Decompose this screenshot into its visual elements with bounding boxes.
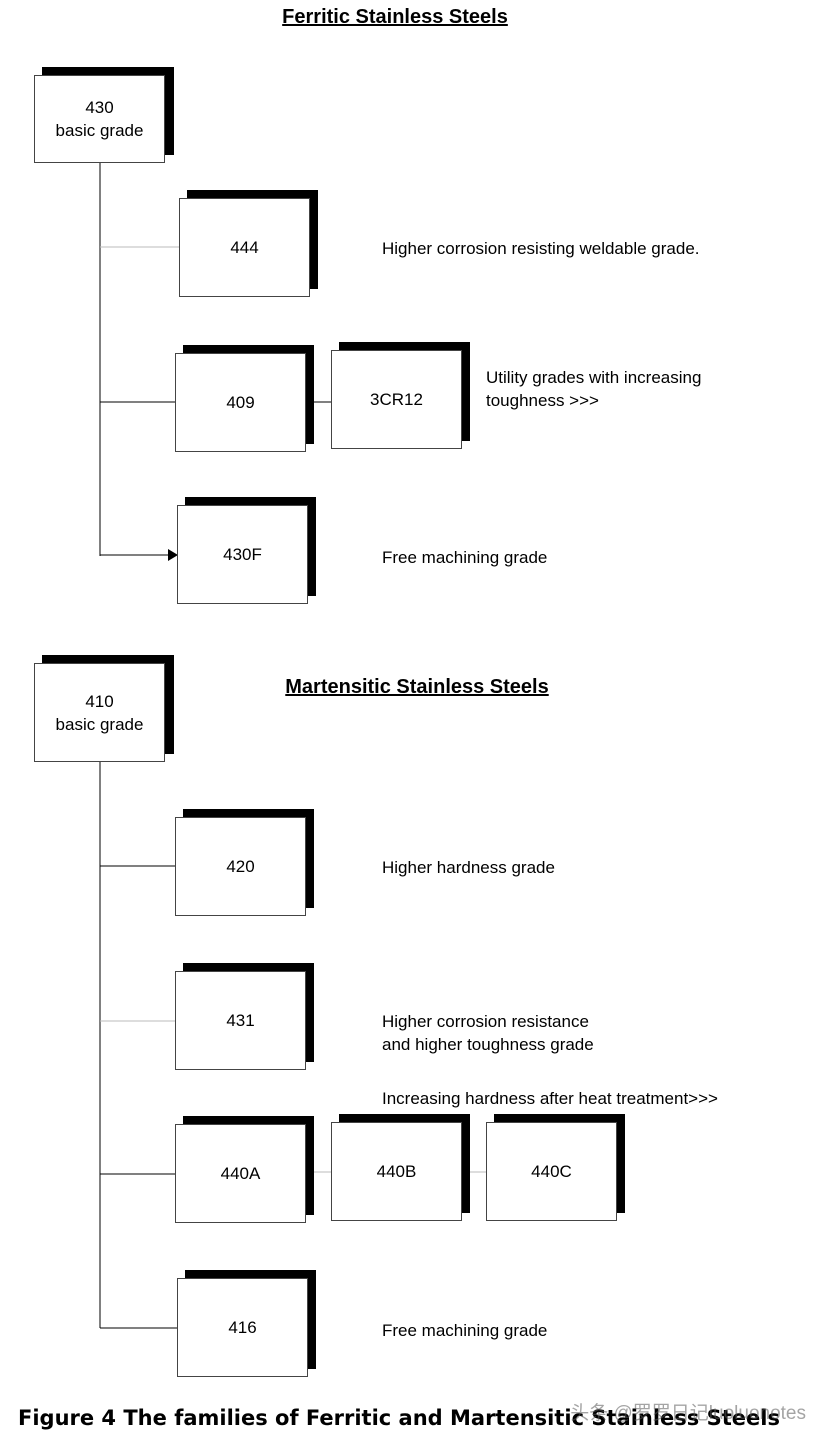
ferritic-title: Ferritic Stainless Steels — [282, 6, 508, 28]
desc-420: Higher hardness grade — [382, 858, 555, 877]
grade-box-430f: 430F — [177, 505, 308, 604]
grade-code: 416 — [228, 1318, 257, 1337]
grade-label: basic grade — [55, 714, 144, 734]
grade-box-440b: 440B — [331, 1122, 462, 1221]
grade-code: 410 — [85, 691, 114, 711]
desc-440: Increasing hardness after heat treatment… — [382, 1089, 718, 1108]
grade-box-420: 420 — [175, 817, 306, 916]
grade-box-416: 416 — [177, 1278, 308, 1377]
grade-code: 430F — [223, 545, 262, 564]
desc-431-line1: Higher corrosion resistance — [382, 1012, 589, 1031]
grade-code: 440B — [376, 1162, 417, 1181]
grade-box-410: 410 basic grade — [34, 663, 165, 762]
desc-444: Higher corrosion resisting weldable grad… — [382, 239, 700, 258]
grade-code: 444 — [230, 238, 259, 257]
grade-box-440a: 440A — [175, 1124, 306, 1223]
grade-box-444: 444 — [179, 198, 310, 297]
grade-code: 431 — [226, 1011, 255, 1030]
grade-code: 430 — [85, 98, 114, 117]
desc-409-line2: toughness >>> — [486, 391, 599, 410]
figure-caption: Figure 4 The families of Ferritic and Ma… — [18, 1406, 780, 1430]
grade-box-409: 409 — [175, 353, 306, 452]
desc-409-line1: Utility grades with increasing — [486, 368, 702, 387]
grade-code: 3CR12 — [370, 390, 423, 409]
desc-416: Free machining grade — [382, 1321, 548, 1340]
grade-code: 409 — [226, 393, 255, 412]
grade-box-3cr12: 3CR12 — [331, 350, 462, 449]
grade-code: 420 — [226, 857, 255, 876]
watermark: 头条 @罗罗日记luoluonotes — [570, 1403, 806, 1424]
desc-431-line2: and higher toughness grade — [382, 1035, 594, 1054]
grade-label: basic grade — [55, 121, 144, 140]
grade-code: 440A — [220, 1164, 261, 1183]
arrowhead-430f — [168, 549, 178, 561]
desc-430f: Free machining grade — [382, 548, 548, 567]
grade-box-431: 431 — [175, 971, 306, 1070]
grade-box-440c: 440C — [486, 1122, 617, 1221]
grade-code: 440C — [531, 1162, 572, 1181]
grade-box-430: 430 basic grade — [34, 75, 165, 163]
martensitic-title: Martensitic Stainless Steels — [285, 676, 549, 698]
